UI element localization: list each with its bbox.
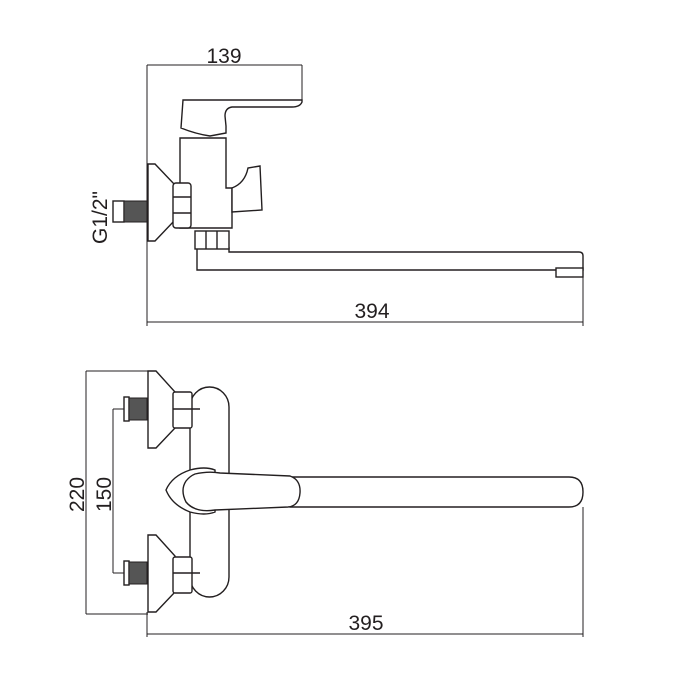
- thread: [123, 200, 148, 223]
- side-view: 139 G1/2" 394: [89, 45, 584, 326]
- dimension-395: 395: [146, 507, 584, 637]
- upper-nut: [172, 391, 193, 429]
- spout: [196, 247, 584, 271]
- dimension-394: 394: [147, 270, 584, 326]
- side-nut: [172, 182, 192, 229]
- lower-nut: [172, 556, 193, 594]
- wall-flange: [147, 163, 176, 242]
- lower-flange: [147, 534, 176, 613]
- dim-label-394: 394: [354, 300, 389, 323]
- upper-flange: [147, 370, 176, 449]
- spout-top: [289, 476, 584, 508]
- dimension-150: 150: [93, 408, 125, 574]
- lower-thread: [128, 561, 148, 585]
- thread-label: G1/2": [89, 191, 112, 244]
- upper-thread-end: [123, 396, 130, 422]
- lower-thread-end: [123, 560, 130, 586]
- aerator: [555, 267, 584, 278]
- lever-handle-top: [182, 471, 301, 512]
- dim-label-395: 395: [348, 612, 383, 635]
- dim-label-220: 220: [66, 477, 89, 512]
- upper-thread: [128, 397, 148, 421]
- lever-handle: [180, 99, 303, 137]
- spout-nut: [194, 230, 230, 250]
- dimension-220: 220: [66, 370, 148, 615]
- dimension-139: 139: [146, 45, 303, 326]
- thread-end: [112, 200, 125, 223]
- dim-label-150: 150: [93, 477, 116, 512]
- dim-label-139: 139: [206, 45, 241, 68]
- diverter-knob: [231, 165, 263, 213]
- top-view: 220 150 395: [66, 370, 584, 637]
